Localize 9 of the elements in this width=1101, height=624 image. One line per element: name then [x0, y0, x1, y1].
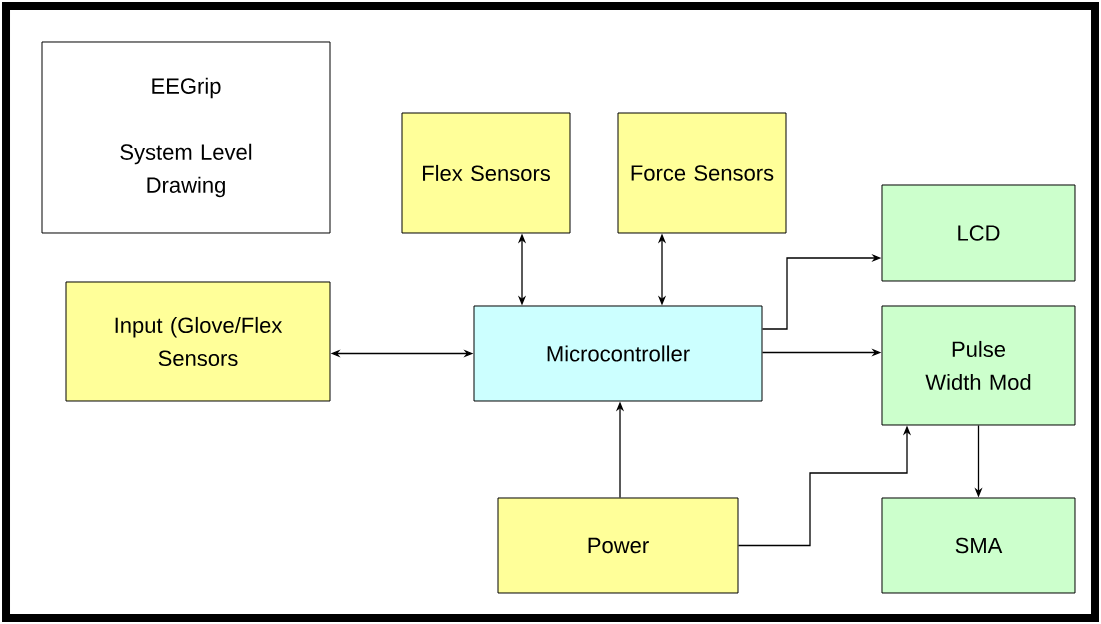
process-box: Microcontroller	[473, 305, 763, 402]
process-box: Power	[497, 497, 739, 594]
process-box: LCD	[881, 184, 1076, 282]
process-box: Flex Sensors	[401, 112, 571, 234]
process-box: Input (Glove/Flex Sensors	[65, 281, 331, 402]
process-box: Force Sensors	[617, 112, 787, 234]
process-box: SMA	[881, 497, 1076, 594]
title-box: EEGrip System Level Drawing	[41, 41, 331, 234]
process-box: Pulse Width Mod	[881, 305, 1076, 426]
